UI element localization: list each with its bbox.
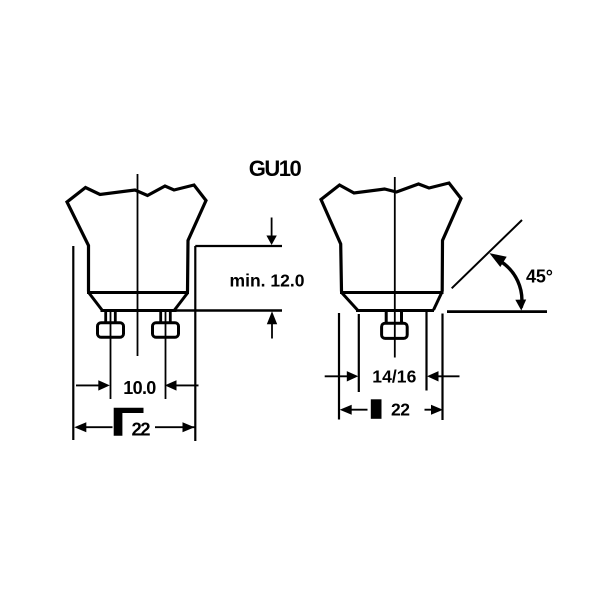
svg-text:22: 22	[132, 419, 151, 440]
svg-text:10.0: 10.0	[123, 378, 156, 398]
svg-text:45°: 45°	[526, 267, 553, 287]
svg-text:14/16: 14/16	[372, 367, 416, 387]
svg-text:GU10: GU10	[249, 156, 302, 181]
svg-text:22: 22	[391, 400, 410, 420]
svg-text:min. 12.0: min. 12.0	[230, 271, 305, 291]
